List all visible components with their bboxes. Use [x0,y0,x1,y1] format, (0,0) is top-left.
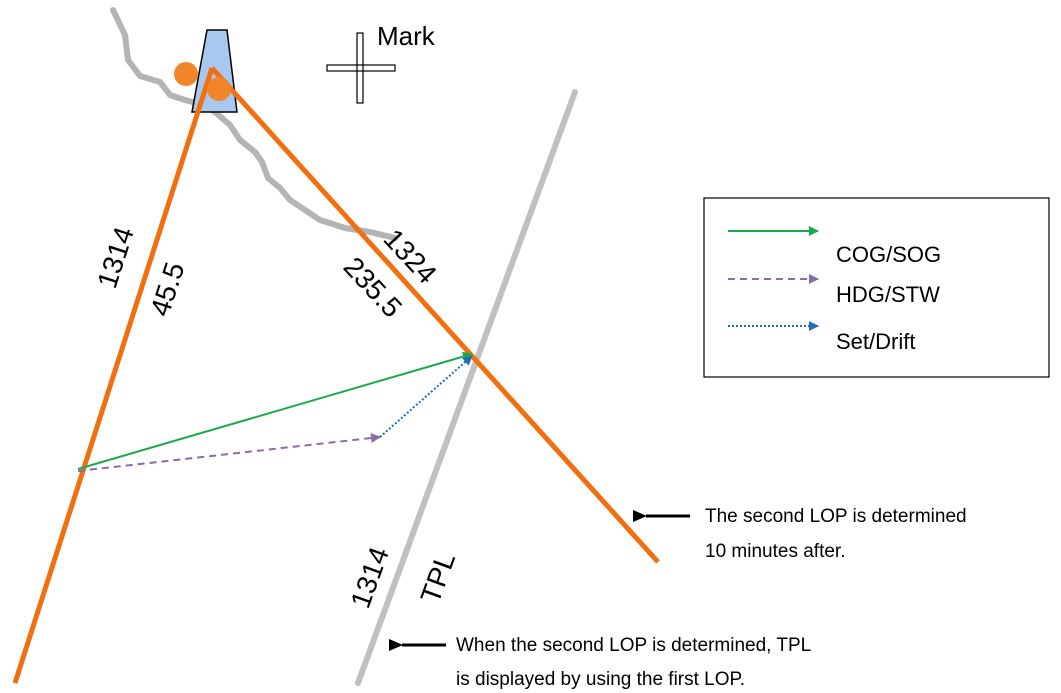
legend-box [703,197,1050,378]
second-lop-note-line1: The second LOP is determined [705,506,967,527]
position-marker-right [207,77,231,101]
lop2-line [210,66,660,564]
cog-sog-vector [77,351,473,470]
set-drift-vector [379,355,473,438]
mark-label: Mark [377,21,436,51]
tpl-note-line2: is displayed by using the first LOP. [456,669,745,690]
hdg-stw-vector [77,433,381,472]
legend-set-drift-label: Set/Drift [836,329,915,354]
position-marker-left [174,62,198,86]
lop1-time-label: 1314 [91,223,140,292]
legend: COG/SOG HDG/STW Set/Drift [703,197,1050,378]
lop1-line [12,67,215,684]
tpl-note-line1: When the second LOP is determined, TPL [456,635,811,656]
lop1-bearing-label: 45.5 [144,258,190,319]
tpl-line [355,89,578,686]
mark-crosshair-icon [326,32,396,104]
tpl-label: TPL [415,548,462,607]
coastline [110,7,398,241]
legend-cog-sog-label: COG/SOG [836,242,941,267]
legend-hdg-stw-label: HDG/STW [836,282,940,307]
second-lop-note-line2: 10 minutes after. [705,541,845,562]
